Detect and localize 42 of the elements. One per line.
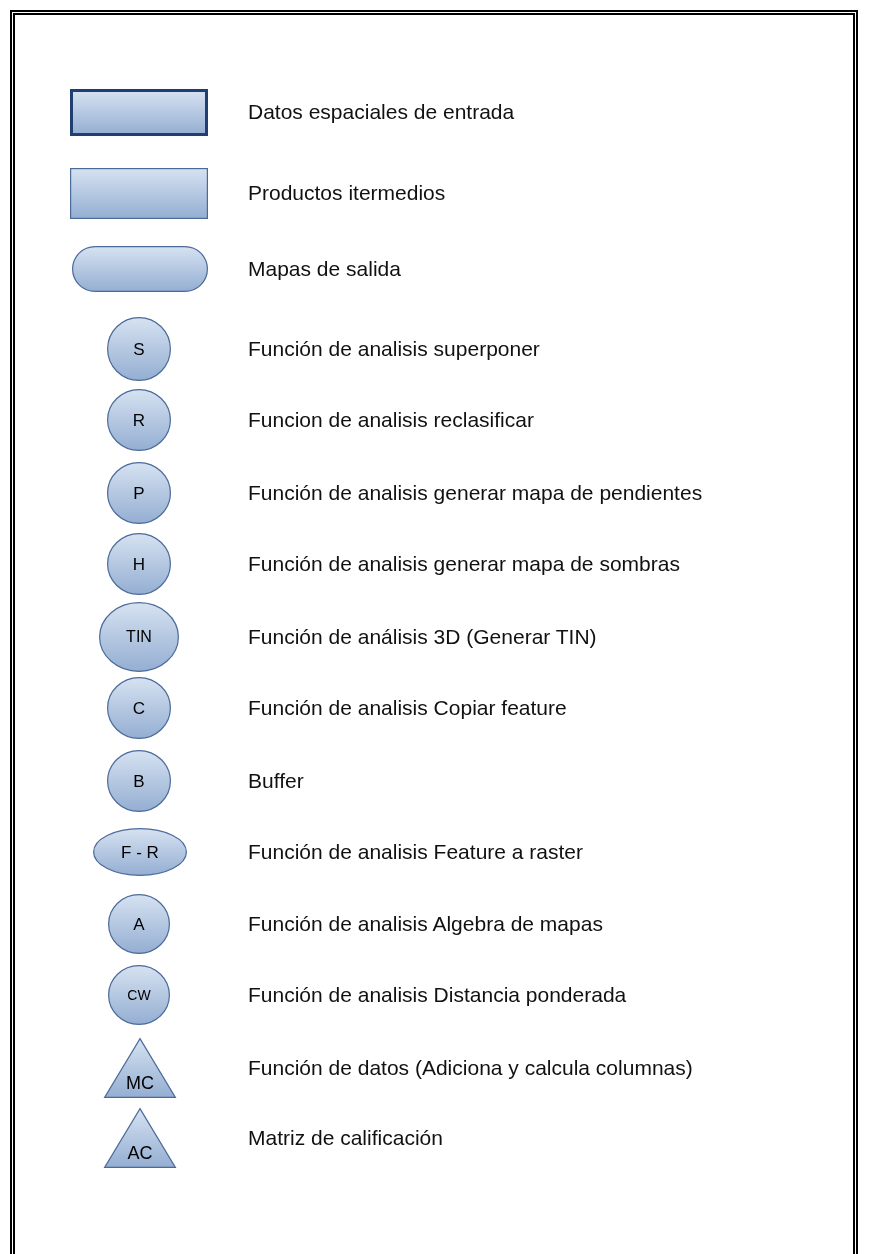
legend-description: Buffer: [248, 768, 304, 794]
circle-symbol: [107, 462, 171, 524]
rectangle-symbol: [70, 88, 208, 136]
symbol-label: F - R: [120, 843, 160, 861]
legend-description: Función de analisis Algebra de mapas: [248, 911, 603, 937]
symbol-label: A: [132, 915, 146, 933]
legend-description: Función de datos (Adiciona y calcula columnas): [248, 1055, 693, 1081]
legend-description: Función de analisis Feature a raster: [248, 839, 583, 865]
rectangle-symbol: [70, 167, 208, 219]
legend-description: Función de análisis 3D (Generar TIN): [248, 624, 597, 650]
symbol-label: S: [132, 340, 146, 358]
legend-description: Funcion de analisis reclasificar: [248, 407, 534, 433]
symbol-label: P: [132, 484, 146, 502]
rounded-pill-symbol: [72, 246, 208, 292]
symbol-label: MC: [125, 1074, 155, 1092]
legend-description: Productos itermedios: [248, 180, 446, 206]
legend-description: Función de analisis generar mapa de sombras: [248, 551, 680, 577]
circle-symbol: [107, 677, 171, 739]
circle-symbol: [108, 894, 170, 954]
legend-description: Función de analisis generar mapa de pendientes: [248, 480, 703, 506]
circle-symbol: [93, 828, 187, 876]
circle-symbol: [107, 750, 171, 812]
symbol-label: B: [132, 772, 146, 790]
circle-symbol: [107, 533, 171, 595]
circle-symbol: [99, 602, 179, 672]
symbol-label: AC: [126, 1144, 154, 1162]
symbol-label: CW: [126, 988, 152, 1002]
symbol-label: R: [131, 411, 147, 429]
legend-description: Matriz de calificación: [248, 1125, 443, 1151]
circle-symbol: [107, 389, 171, 451]
legend-description: Datos espaciales de entrada: [248, 99, 515, 125]
symbol-label: C: [131, 699, 147, 717]
legend-description: Mapas de salida: [248, 256, 401, 282]
legend-description: Función de analisis superponer: [248, 336, 540, 362]
circle-symbol: [108, 965, 170, 1025]
legend-description: Función de analisis Distancia ponderada: [248, 982, 627, 1008]
circle-symbol: [107, 317, 171, 381]
legend-description: Función de analisis Copiar feature: [248, 695, 567, 721]
symbol-label: TIN: [125, 629, 153, 645]
symbol-label: H: [131, 555, 147, 573]
triangle-symbol: [104, 1038, 176, 1098]
triangle-symbol: [104, 1108, 176, 1168]
